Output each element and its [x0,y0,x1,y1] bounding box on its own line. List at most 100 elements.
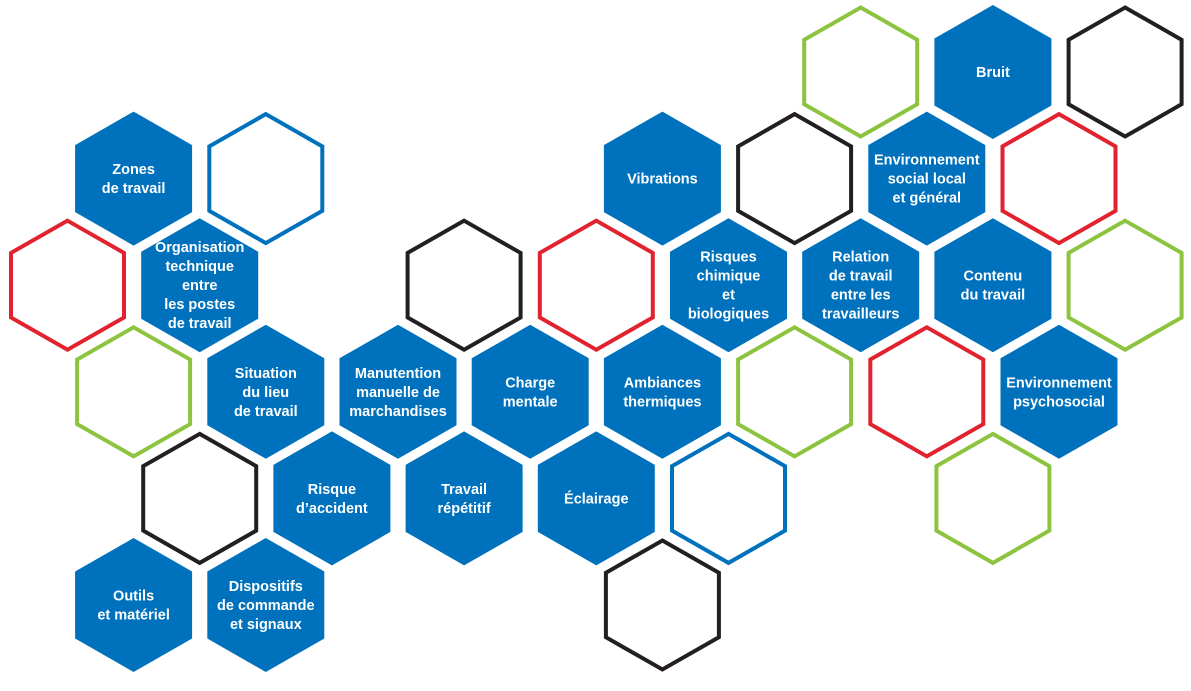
label-line: psychosocial [1013,394,1105,410]
hexagon-label: Zones de travail [102,162,166,197]
hexagon-shape [273,431,391,566]
label-line: d’accident [296,501,368,517]
label-line: chimique [697,269,761,285]
hexagon-label: Environnement psychosocial [1006,375,1112,410]
black-outline-hexagon [141,431,259,566]
label-line: manuelle de [356,385,440,401]
hexagon-shape [537,431,655,566]
label-line: Environnement [874,153,980,169]
label-line: Situation [235,366,297,382]
label-line: et [722,288,735,304]
label-line: Ambiances [624,375,701,391]
label-line: Vibrations [627,172,698,188]
hexagon-shape [934,5,1052,139]
label-line: de travail [102,181,166,197]
label-line: marchandises [349,404,447,420]
green-outline-hexagon [802,5,920,139]
label-line: travailleurs [822,307,899,323]
hexagon-shape [868,111,986,246]
label-line: les postes [164,297,235,313]
label-line: technique [165,259,233,275]
hexagon-label: Relation de travail entre les travailleurs [822,250,899,323]
hexagon-label: Risques chimique et biologiques [688,250,769,323]
hexagon-label: Ambiances thermiques [623,375,701,410]
hexagon-shape [802,218,920,353]
label-line: de travail [168,316,232,332]
hexagon-ambiances: Ambiances thermiques [603,324,721,459]
hexagon-label: Travail répétitif [438,482,491,517]
hexagon-shape [207,324,325,459]
label-line: Zones [112,162,155,178]
label-line: biologiques [688,307,769,323]
black-outline-hexagon [736,111,854,246]
hexagon-label: Environnement social local et général [874,153,980,207]
hexagon-label: Bruit [976,65,1010,81]
label-line: Travail [441,482,487,498]
hexagon-shape [603,324,721,459]
blue-outline-hexagon [670,431,787,566]
hexagon-shape [141,218,259,353]
hexagon-travail-repetitif: Travail répétitif [405,431,523,566]
label-line: et général [893,191,962,207]
red-outline-hexagon [537,218,655,353]
label-line: et signaux [230,617,302,633]
hexagon-shape [207,538,325,672]
hexagon-shape [75,111,193,246]
label-line: du travail [961,288,1025,304]
label-line: entre [182,278,217,294]
hexagon-situation: Situation du lieu de travail [207,324,325,459]
label-line: Bruit [976,65,1010,81]
black-outline-hexagon [1066,5,1184,139]
label-line: social local [888,172,966,188]
red-outline-hexagon [9,218,126,353]
label-line: et matériel [97,608,170,624]
label-line: répétitif [438,501,491,517]
hexagon-shape [339,324,457,459]
label-line: de travail [234,404,298,420]
hexagon-shape [670,218,787,353]
label-line: du lieu [242,385,289,401]
red-outline-hexagon [1000,111,1118,246]
black-outline-hexagon [603,538,721,672]
label-line: entre les [831,288,891,304]
label-line: Risques [700,250,756,266]
hexagon-eclairage: Éclairage [537,431,655,566]
black-outline-hexagon [405,218,523,353]
hexagon-relation: Relation de travail entre les travailleurs [802,218,920,353]
green-outline-hexagon [736,324,854,459]
hexagon-env-psychosocial: Environnement psychosocial [1000,324,1118,459]
blue-outline-hexagon [207,111,325,246]
hexagon-env-social: Environnement social local et général [868,111,986,246]
hexagon-shape [75,538,193,672]
label-line: Environnement [1006,375,1112,391]
hexagon-zones: Zones de travail [75,111,193,246]
hexagon-shape [471,324,589,459]
label-line: Relation [832,250,889,266]
hexagon-shape [603,111,721,246]
hexagon-label: Vibrations [627,172,698,188]
label-line: de travail [829,269,893,285]
label-line: de commande [217,598,315,614]
green-outline-hexagon [1066,218,1184,353]
label-line: Éclairage [564,490,629,507]
green-outline-hexagon [75,324,193,459]
green-outline-hexagon [934,431,1052,566]
red-outline-hexagon [868,324,986,459]
hexagon-shape [405,431,523,566]
label-line: thermiques [623,394,701,410]
label-line: Charge [505,375,555,391]
